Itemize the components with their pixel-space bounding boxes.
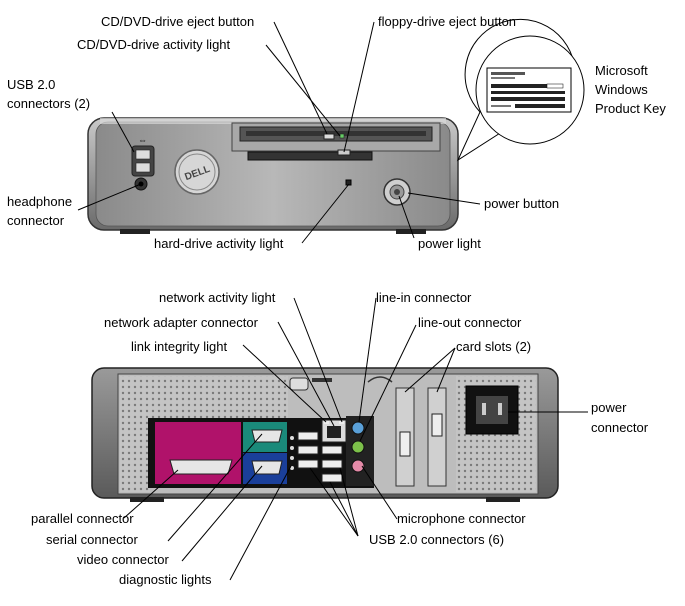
label-network-adapter: network adapter connector — [104, 315, 259, 330]
label-microphone: microphone connector — [397, 511, 526, 526]
label-hdd-activity: hard-drive activity light — [154, 236, 284, 251]
front-leader-lines — [77, 21, 481, 244]
cd-activity-light — [339, 133, 345, 139]
back-view: network activity light network adapter c… — [31, 290, 649, 587]
diagnostic-lights — [290, 436, 294, 470]
label-card-slots: card slots (2) — [456, 339, 531, 354]
label-headphone-line1: headphone — [7, 194, 72, 209]
card-slots[interactable] — [395, 387, 447, 487]
label-power-connector-1: power — [591, 400, 627, 415]
label-headphone-line2: connector — [7, 213, 65, 228]
cd-eject-button[interactable] — [323, 133, 335, 140]
label-line-in: line-in connector — [376, 290, 472, 305]
link-integrity-light — [324, 421, 329, 424]
cd-dvd-drive — [231, 122, 441, 152]
label-diagnostic: diagnostic lights — [119, 572, 212, 587]
label-product-key-3: Product Key — [595, 101, 666, 116]
label-power-light: power light — [418, 236, 481, 251]
dell-logo: DELL — [174, 149, 220, 195]
label-power-button: power button — [484, 196, 559, 211]
power-connector[interactable] — [465, 385, 519, 435]
usb-icon: ⇔ — [138, 135, 147, 145]
parallel-port[interactable] — [155, 422, 241, 484]
power-button[interactable] — [383, 178, 411, 206]
label-link-integrity: link integrity light — [131, 339, 227, 354]
network-activity-light — [339, 421, 344, 424]
label-cd-activity: CD/DVD-drive activity light — [77, 37, 231, 52]
label-video: video connector — [77, 552, 169, 567]
product-key-callout — [456, 18, 585, 162]
front-view: ⇔ DELL — [7, 14, 666, 251]
label-parallel: parallel connector — [31, 511, 134, 526]
back-leader-lines — [123, 297, 588, 581]
label-cd-eject: CD/DVD-drive eject button — [101, 14, 254, 29]
video-port[interactable] — [243, 453, 287, 484]
label-floppy-eject: floppy-drive eject button — [378, 14, 516, 29]
label-power-connector-2: connector — [591, 420, 649, 435]
label-product-key-1: Microsoft — [595, 63, 648, 78]
network-connector[interactable] — [321, 419, 347, 443]
label-network-activity: network activity light — [159, 290, 276, 305]
label-usb-line2: connectors (2) — [7, 96, 90, 111]
label-line-out: line-out connector — [418, 315, 522, 330]
label-product-key-2: Windows — [595, 82, 648, 97]
label-serial: serial connector — [46, 532, 138, 547]
front-usb-ports[interactable] — [131, 145, 155, 177]
floppy-drive — [247, 151, 373, 161]
label-usb-line1: USB 2.0 — [7, 77, 55, 92]
vent-grille — [120, 376, 288, 422]
back-usb-ports[interactable] — [297, 431, 343, 483]
power-light — [394, 189, 400, 195]
microphone-jack[interactable] — [351, 459, 365, 473]
line-in-jack[interactable] — [351, 421, 365, 435]
label-usb6: USB 2.0 connectors (6) — [369, 532, 504, 547]
line-out-jack[interactable] — [351, 440, 365, 454]
